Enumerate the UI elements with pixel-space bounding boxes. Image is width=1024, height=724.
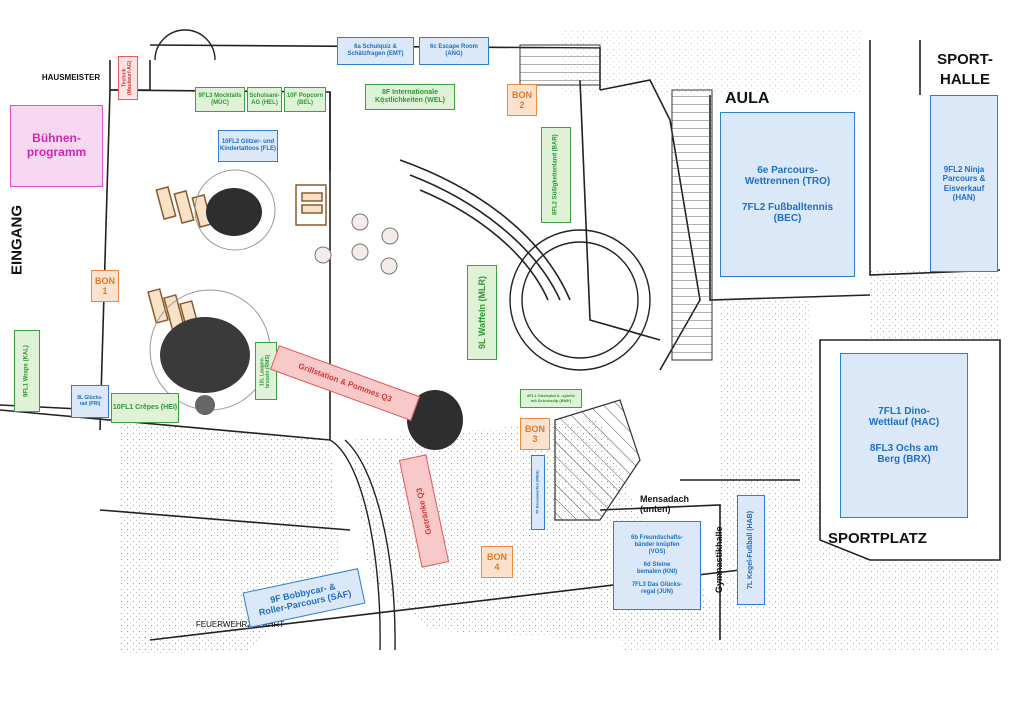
- stand-parcours-wettrennen: 6e Parcours- Wettrennen (TRO): [744, 164, 831, 188]
- stand-escape-room: 6c Escape Room (ANG): [419, 37, 489, 65]
- bon-1-marker: BON 1: [91, 270, 119, 302]
- stand-dosenwerfen: 7F Dosenwerfen (MEH): [531, 455, 545, 530]
- stairway-top: [519, 44, 601, 86]
- stand-freundschaftsbaender: 6b Freundschafts- bänder knüpfen (VOS): [630, 535, 683, 556]
- stand-buehnenprogramm: Bühnen- programm: [10, 105, 103, 187]
- stand-steine-bemalen: 6d Steine bemalen (KNI): [636, 562, 678, 575]
- stand-mensadach-gruppe: 6b Freundschafts- bänder knüpfen (VOS) 6…: [613, 521, 701, 610]
- stand-gluecksregal: 7FL3 Das Glücks- regal (JUN): [631, 581, 683, 595]
- round-seats: [314, 213, 399, 275]
- label-feuerwehrzufahrt: FEUERWEHRZUFAHRT: [195, 620, 285, 630]
- stand-mocktails: 9FL3 Mocktails (MÜC): [195, 87, 245, 112]
- stand-fussballtennis: 7FL2 Fußballtennis (BEC): [741, 201, 834, 225]
- bon-3-marker: BON 3: [520, 418, 550, 450]
- stand-wraps: 9FL1 Wraps (KAL): [14, 330, 40, 412]
- label-hausmeister: HAUSMEISTER: [41, 73, 101, 83]
- label-sporthalle-1: SPORT-: [937, 51, 993, 69]
- stand-waffeln: 9L Waffeln (MLR): [467, 265, 497, 360]
- stand-popcorn: 10F Popcorn (BEL): [284, 87, 326, 112]
- stand-technik: Technik (Maulwurf-AG): [118, 56, 138, 100]
- stand-glitzertattoos: 10FL2 Glitzer- und Kindertattoos (FLE): [218, 130, 278, 162]
- bon-4-marker: BON 4: [481, 546, 513, 578]
- bon-2-marker: BON 2: [507, 84, 537, 116]
- stand-internationale-koestlichkeiten: 8F Internationale Köstlichkeiten (WEL): [365, 84, 455, 110]
- hatched-area: [554, 399, 641, 521]
- stand-schulquiz: 6a Schulquiz & Schätzfragen (EMT): [337, 37, 414, 65]
- stand-obstsalat: 8FL1 Obstsalat & -spieße mit Schokodip (…: [520, 389, 582, 408]
- label-aula: AULA: [725, 89, 770, 107]
- stand-ochs-am-berg: 8FL3 Ochs am Berg (BRX): [869, 442, 939, 466]
- stand-parcours-fussballtennis: 6e Parcours- Wettrennen (TRO) 7FL2 Fußba…: [720, 112, 855, 277]
- stairway: [671, 89, 713, 361]
- label-gymnastikhalle: Gymnastikhalle: [713, 526, 724, 594]
- stand-gluecksrad: 8L Glücks- rad (PRI): [71, 385, 109, 418]
- trees: [149, 169, 463, 450]
- round-plaza: [154, 29, 651, 651]
- paved-ground: [120, 30, 1000, 655]
- stand-crepes: 10FL1 Crêpes (HEI): [111, 393, 179, 423]
- label-sporthalle-2: HALLE: [940, 71, 990, 89]
- stand-dino-ochs: 7FL1 Dino- Wettlauf (HAC) 8FL3 Ochs am B…: [840, 353, 968, 518]
- label-mensadach: Mensadach (unten): [640, 493, 690, 514]
- stand-ninja-parcours: 9FL2 Ninja Parcours & Eisverkauf (HAN): [930, 95, 998, 272]
- stand-suessigkeitenland: 8FL2 Süßigkeitenland (BAR): [541, 127, 571, 223]
- stand-kegel-fussball: 7L Kegel-Fußball (HAB): [737, 495, 765, 605]
- label-eingang: EINGANG: [8, 205, 26, 276]
- picnic-tables: [147, 184, 327, 336]
- stand-dino-wettlauf: 7FL1 Dino- Wettlauf (HAC): [868, 405, 940, 429]
- label-sportplatz-b: PLATZ: [879, 530, 927, 548]
- label-sportplatz-a: SPORT: [828, 530, 880, 548]
- stand-schulsani: Schulsani- AG (HEL): [247, 87, 282, 112]
